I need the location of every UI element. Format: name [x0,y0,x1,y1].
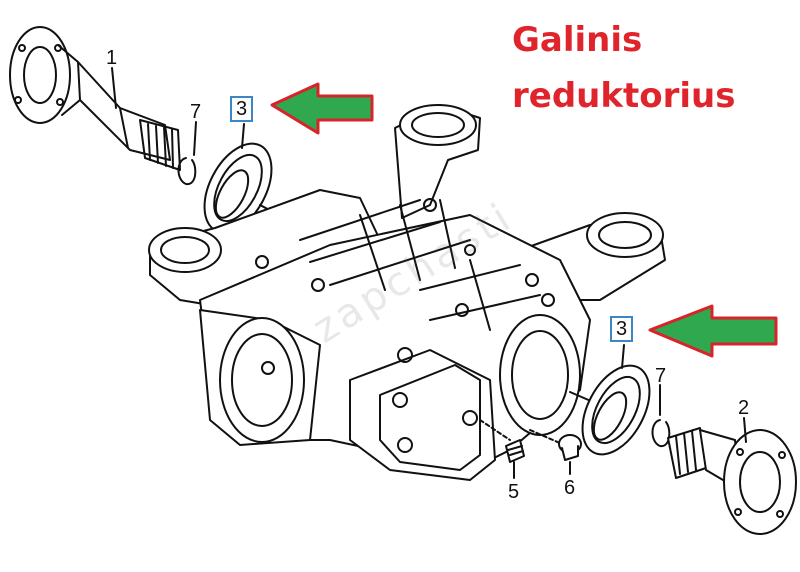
leader-7-left [193,121,197,156]
callout-3-left: 3 [230,96,254,122]
leader-3-left [241,123,245,149]
diagram-title-line1: Galinis [512,20,643,60]
differential-housing [148,104,666,481]
filler-plug [558,434,582,461]
housing-ribs [255,198,555,453]
callout-7-right: 7 [655,365,667,387]
arrow-left-icon [270,82,374,135]
arrow-left-icon [648,304,778,358]
leader-1 [111,67,117,109]
axis-line-bolt [479,419,511,441]
diagram-title-line2: reduktorius [512,76,736,116]
callout-7-left: 7 [190,101,202,123]
callout-6: 6 [564,477,576,499]
callout-1: 1 [106,47,118,69]
circlip-right [651,419,671,448]
drain-bolt [505,439,525,463]
callout-5: 5 [508,481,520,503]
output-flange-left [9,26,181,171]
callout-3-right: 3 [610,316,634,342]
circlip-left [177,157,197,186]
seal-right [581,364,651,456]
axis-line-plug [529,429,563,445]
callout-2: 2 [738,397,750,419]
leader-3-right [621,344,625,369]
leader-2 [743,417,747,443]
seal-left [203,142,273,234]
output-flange-right [667,427,797,535]
